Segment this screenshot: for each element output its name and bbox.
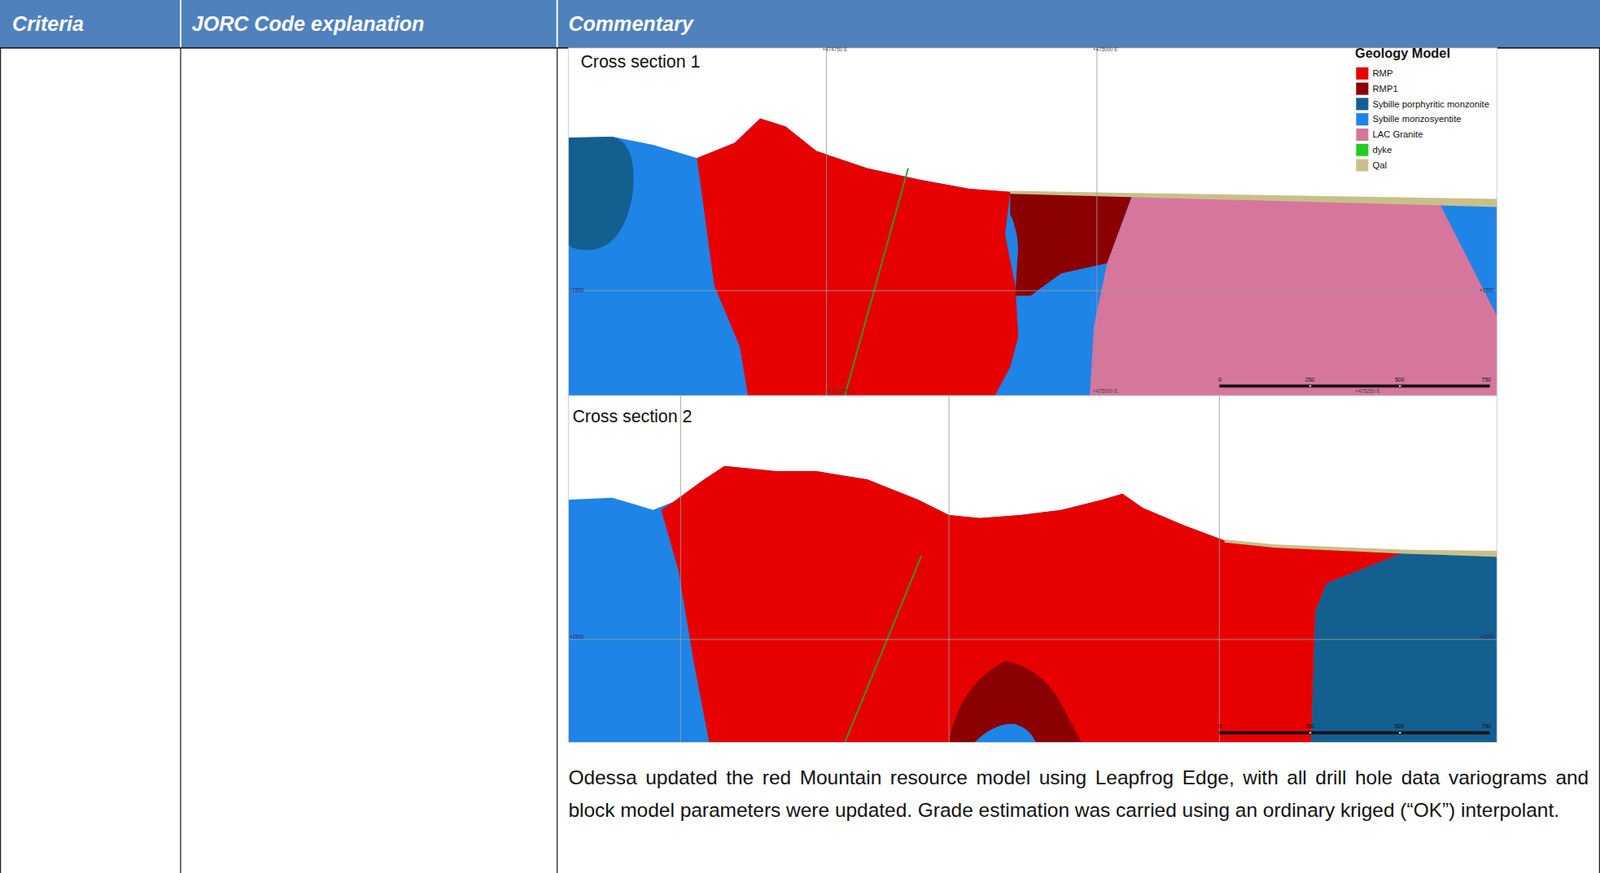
column-header: Criteria <box>12 12 84 36</box>
legend-swatch <box>1355 159 1369 172</box>
scale-label: 250 <box>1305 723 1316 731</box>
legend-title: Geology Model <box>1355 47 1451 63</box>
scale-label: 500 <box>1394 376 1405 384</box>
legend-entry: Qal <box>1355 159 1387 172</box>
elevation-label: +1500 <box>569 287 585 293</box>
legend-entry: Sybille monzosyentite <box>1355 113 1461 126</box>
table-rule <box>1599 48 1600 873</box>
legend-swatch <box>1355 67 1369 80</box>
column-header: Commentary <box>568 12 693 36</box>
coordinate-label: +475000 E <box>1092 389 1119 395</box>
coordinate-label: +475000 E <box>1092 47 1119 53</box>
cross-section-1 <box>568 48 1497 396</box>
elevation-label: +1500 <box>1479 287 1495 293</box>
scale-label: 750 <box>1481 723 1492 731</box>
legend-text: RMP <box>1372 68 1393 79</box>
scale-label: 0 <box>1218 723 1222 731</box>
scale-label: 750 <box>1481 376 1492 384</box>
legend-text: LAC Granite <box>1372 129 1423 140</box>
legend-entry: Sybille porphyritic monzonite <box>1355 97 1490 110</box>
commentary-text: Odessa updated the red Mountain resource… <box>568 760 1589 827</box>
legend-swatch <box>1355 97 1369 110</box>
scale-label: 500 <box>1394 723 1405 731</box>
header-divider <box>179 0 182 49</box>
scale-label: 250 <box>1305 376 1316 384</box>
elevation-label: +1500 <box>569 634 585 641</box>
cross-section-2 <box>568 395 1497 743</box>
legend-entry: RMP <box>1355 67 1393 80</box>
legend-text: RMP1 <box>1372 83 1398 95</box>
legend-entry: RMP1 <box>1355 83 1398 96</box>
scale-label: 0 <box>1218 376 1222 384</box>
legend-text: Sybille porphyritic monzonite <box>1372 99 1490 110</box>
table-rule <box>179 48 181 873</box>
column-header: JORC Code explanation <box>192 12 425 36</box>
legend-swatch <box>1355 128 1369 141</box>
legend-text: dyke <box>1372 144 1392 156</box>
section-title: Cross section 2 <box>572 406 692 428</box>
header-divider <box>556 0 559 49</box>
table-rule <box>0 48 1 873</box>
table-rule <box>556 48 558 873</box>
header-bar <box>0 0 1600 49</box>
coordinate-label: +475250 E <box>1355 389 1381 395</box>
legend-swatch <box>1355 113 1369 126</box>
legend-text: Qal <box>1372 160 1387 171</box>
legend-entry: dyke <box>1355 144 1392 157</box>
section-title: Cross section 1 <box>580 52 700 73</box>
elevation-label: +1500 <box>1479 634 1495 641</box>
coordinate-label: +474750 E <box>824 389 850 395</box>
legend-text: Sybille monzosyentite <box>1372 113 1461 125</box>
legend-swatch <box>1355 83 1369 96</box>
coordinate-label: +474750 E <box>822 47 849 53</box>
legend-entry: LAC Granite <box>1355 128 1423 141</box>
legend-swatch <box>1355 144 1369 157</box>
